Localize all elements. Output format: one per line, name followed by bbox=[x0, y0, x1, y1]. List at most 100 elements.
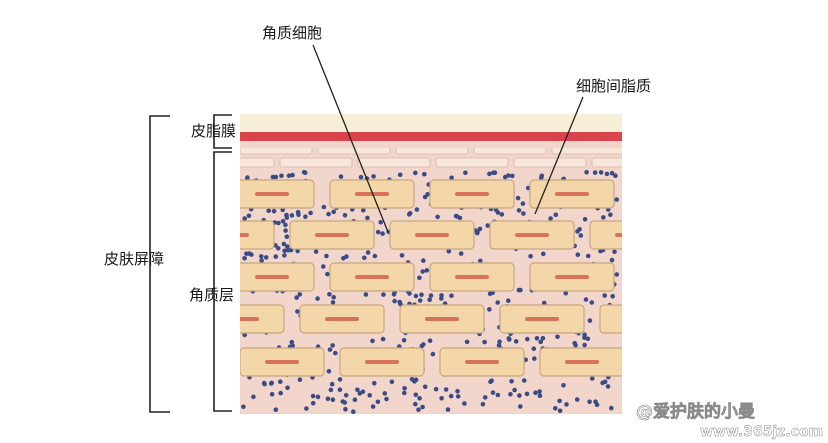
corneocyte-nucleus bbox=[625, 317, 659, 321]
lipid-dot bbox=[463, 170, 468, 176]
lipid-dot bbox=[367, 393, 373, 398]
lipid-dot bbox=[281, 241, 287, 247]
lipid-dot bbox=[487, 307, 492, 312]
corneocyte-nucleus bbox=[365, 360, 399, 364]
lipid-dot bbox=[269, 392, 275, 397]
lipid-dot bbox=[605, 384, 611, 389]
lipid-dot bbox=[491, 170, 496, 175]
lipid-dot bbox=[315, 296, 320, 301]
lipid-dot bbox=[575, 252, 581, 257]
thin-cell bbox=[317, 148, 391, 155]
lipid-dot bbox=[242, 255, 247, 261]
lipid-dot bbox=[439, 293, 444, 298]
lipid-dot bbox=[331, 209, 337, 215]
lipid-dot bbox=[589, 300, 595, 305]
corneocyte-nucleus bbox=[325, 317, 359, 321]
lipid-dot bbox=[413, 392, 419, 398]
corneocyte bbox=[630, 180, 714, 208]
lipid-dot bbox=[508, 392, 513, 397]
lipid-dot bbox=[372, 381, 377, 386]
lipid-dot bbox=[326, 369, 332, 374]
lipid-dot bbox=[564, 402, 569, 407]
corneocyte-nucleus bbox=[455, 275, 489, 279]
watermark: @爱护肤的小曼 www.365jz.com bbox=[636, 401, 824, 441]
corneocyte bbox=[589, 220, 622, 250]
lipid-dot bbox=[520, 201, 526, 206]
lipid-dot bbox=[578, 233, 584, 238]
lipid-dot bbox=[548, 216, 553, 221]
lipid-dot bbox=[397, 172, 403, 178]
lipid-dot bbox=[487, 171, 492, 177]
lipid-dot bbox=[553, 406, 558, 411]
sebum-film-bracket bbox=[213, 114, 232, 149]
lipid-dot bbox=[273, 407, 279, 413]
lipid-dot bbox=[525, 336, 530, 342]
lipid-dot bbox=[304, 406, 309, 411]
lipid-dot bbox=[295, 309, 300, 314]
lipid-dot bbox=[482, 395, 488, 400]
stratum-corneum-label: 角质层 bbox=[189, 286, 234, 304]
corneocyte-nucleus bbox=[415, 233, 449, 237]
lipid-dot bbox=[397, 299, 402, 305]
corneocyte-nucleus bbox=[255, 192, 289, 196]
lipid-dot bbox=[266, 208, 272, 214]
lipid-dot bbox=[326, 211, 331, 217]
corneocyte-pointer-line bbox=[312, 44, 389, 233]
thin-cell bbox=[395, 148, 469, 155]
corneocyte bbox=[599, 304, 622, 334]
lipid-dot bbox=[421, 342, 426, 347]
lipid-dot bbox=[417, 298, 423, 303]
thin-cell bbox=[240, 148, 313, 155]
lipid-dot bbox=[355, 387, 360, 393]
lipid-dot bbox=[538, 339, 543, 345]
lipid-dot bbox=[273, 174, 279, 180]
lipid-dot bbox=[537, 389, 542, 394]
lipid-dot bbox=[480, 401, 486, 407]
lipid-dot bbox=[587, 399, 592, 405]
lipid-dot bbox=[280, 219, 286, 224]
lipid-dot bbox=[600, 380, 605, 386]
lipid-dot bbox=[496, 343, 502, 348]
lipid-dot bbox=[278, 390, 284, 396]
lipid-dot bbox=[417, 275, 422, 281]
lipid-dot bbox=[389, 379, 395, 385]
lipid-dot bbox=[512, 387, 517, 393]
lipid-dot bbox=[533, 390, 538, 396]
lipid-dot bbox=[521, 378, 527, 383]
thin-cell-rows bbox=[240, 148, 622, 168]
lipid-dot bbox=[609, 405, 614, 411]
sebum-film-layer bbox=[240, 114, 622, 132]
lipid-dot bbox=[563, 290, 569, 296]
corneocyte-nucleus bbox=[425, 317, 459, 321]
lipid-dot bbox=[282, 253, 287, 258]
lipid-dot bbox=[585, 253, 591, 259]
watermark-account: @爱护肤的小曼 bbox=[636, 401, 755, 422]
lipid-dot bbox=[509, 379, 514, 384]
thin-cell bbox=[551, 148, 622, 155]
lipid-dot bbox=[392, 298, 397, 304]
lipid-dot bbox=[380, 336, 386, 342]
lipid-dot bbox=[372, 253, 378, 259]
lipid-dot bbox=[278, 379, 283, 385]
lipid-dot bbox=[455, 389, 460, 394]
lipid-dot bbox=[313, 249, 319, 254]
corneocyte bbox=[630, 263, 714, 291]
intercellular-lipid-label: 细胞间脂质 bbox=[576, 77, 651, 95]
corneocyte-label: 角质细胞 bbox=[262, 24, 322, 42]
lipid-dot bbox=[518, 404, 523, 409]
lipid-dot bbox=[259, 258, 264, 263]
lipid-dot bbox=[275, 246, 281, 251]
lipid-dot bbox=[610, 294, 615, 299]
lipid-dot bbox=[427, 297, 433, 303]
lipid-dot bbox=[343, 406, 348, 412]
thin-cell bbox=[473, 148, 547, 155]
lipid-dot bbox=[609, 170, 615, 176]
lipid-dot bbox=[399, 253, 405, 258]
lipid-dot bbox=[371, 174, 376, 179]
lipid-dot bbox=[462, 401, 467, 406]
lipid-dot bbox=[276, 220, 281, 226]
lipid-dot bbox=[443, 387, 449, 392]
lipid-dot bbox=[365, 250, 371, 255]
lipid-dot bbox=[344, 254, 349, 259]
lipid-dot bbox=[555, 334, 560, 340]
